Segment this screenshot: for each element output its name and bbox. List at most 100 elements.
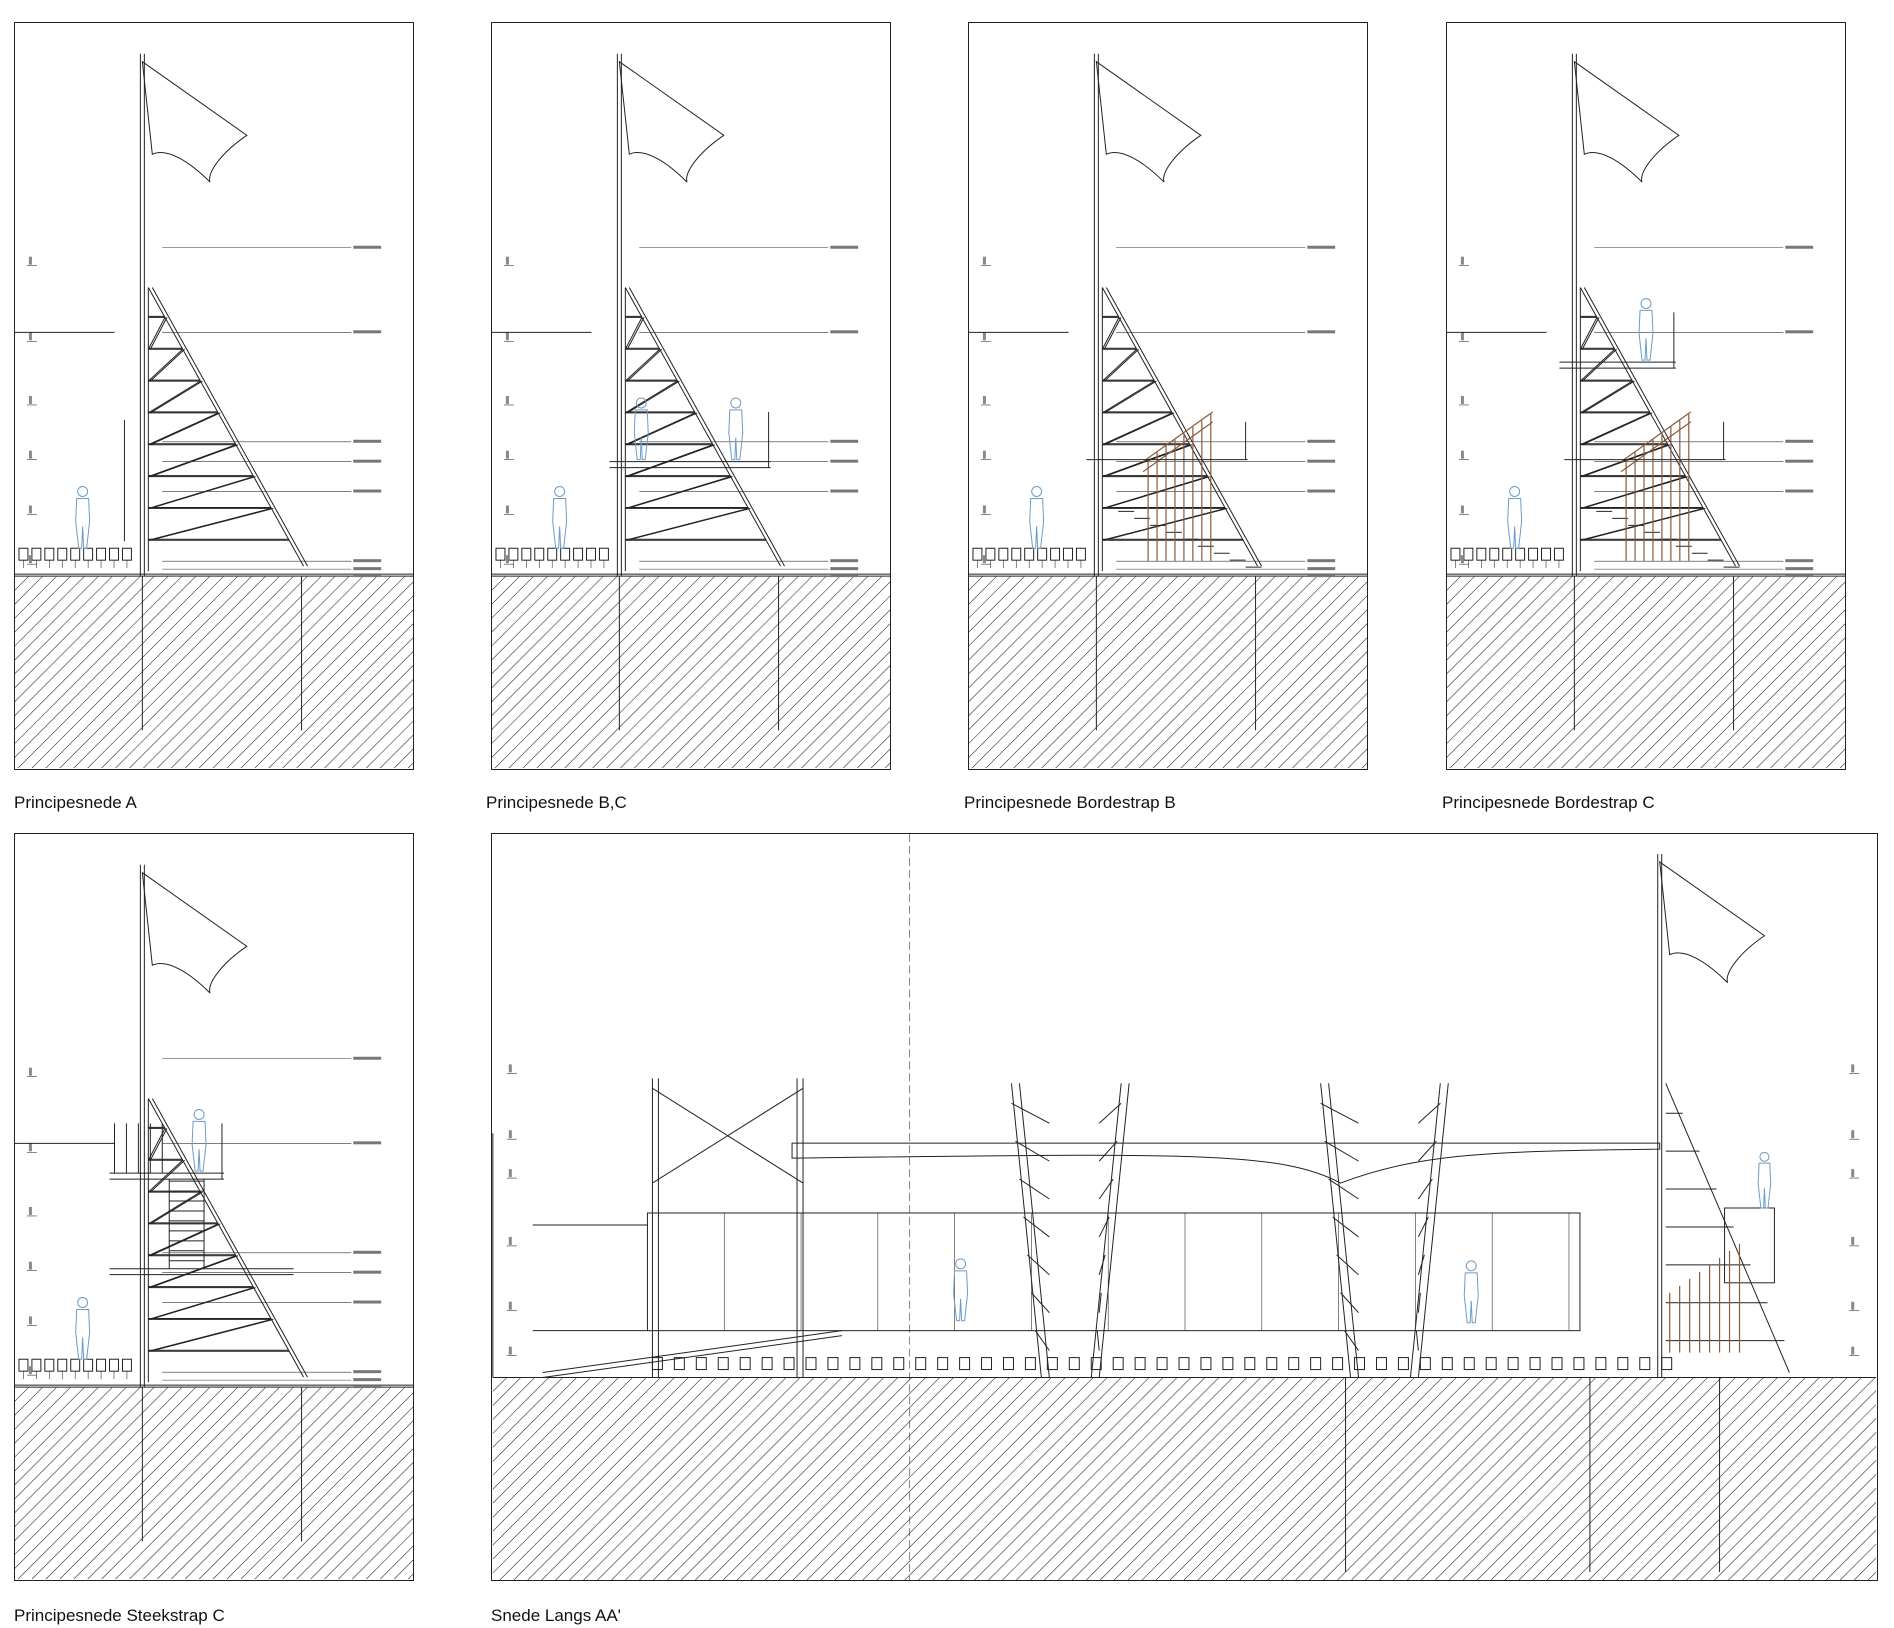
level-marker [28, 555, 32, 564]
foundation-block [18, 1358, 29, 1372]
annotation-text-mark [1785, 330, 1814, 334]
foundation-block [985, 547, 996, 561]
annotation-text-mark [1307, 489, 1336, 493]
level-marker [28, 1366, 32, 1375]
truss-brace [627, 476, 733, 509]
foundation-block [717, 1357, 729, 1371]
foundation-block [1661, 1357, 1673, 1371]
person-figure-icon [75, 1297, 91, 1360]
truss-brace [1101, 317, 1120, 350]
ramp [542, 1330, 842, 1374]
foundation-block [109, 547, 119, 561]
level-marker [1460, 505, 1464, 514]
foundation-block [1024, 1357, 1036, 1371]
foundation-block [508, 547, 519, 561]
truss-brace [147, 317, 166, 350]
truss-brace [1344, 1330, 1359, 1351]
foundation-block [96, 1358, 107, 1372]
foundation-block [57, 547, 68, 561]
annotation-text-mark [830, 559, 859, 563]
level-marker [505, 256, 509, 265]
annotation-text-mark [1785, 574, 1814, 578]
foundation-block [1450, 547, 1461, 561]
foundation-block [1515, 547, 1526, 561]
flag-icon [141, 871, 248, 994]
handrail [1142, 421, 1214, 473]
truss-brace [147, 348, 184, 382]
truss-brace [1104, 380, 1157, 414]
truss-brace [149, 317, 168, 350]
ground-hatch [1447, 576, 1845, 769]
truss-brace [148, 1191, 201, 1225]
foundation-block [1075, 547, 1086, 561]
section-drawing-bordestrap-c [1446, 22, 1846, 770]
truss-brace [148, 476, 254, 509]
flag-icon [1659, 860, 1766, 983]
truss-diagonal [1579, 287, 1736, 567]
foundation-block [739, 1357, 751, 1371]
level-marker [982, 505, 986, 514]
foundation-block [1489, 547, 1500, 561]
annotation-text-mark [353, 559, 382, 563]
foundation-block [31, 1358, 42, 1372]
truss-brace [1418, 1140, 1437, 1162]
foundation-block [1332, 1357, 1344, 1371]
foundation-block [31, 547, 42, 561]
level-marker [1460, 332, 1464, 341]
level-marker [508, 1064, 512, 1073]
foundation-block [521, 547, 532, 561]
truss-brace [1102, 444, 1191, 478]
foundation-block [1502, 547, 1513, 561]
annotation-text-mark [830, 574, 859, 578]
annotation-text-mark [830, 439, 859, 443]
truss-brace [1580, 476, 1686, 509]
level-marker [1460, 450, 1464, 459]
truss-brace [627, 412, 698, 446]
annotation-text-mark [1785, 459, 1814, 463]
truss-diagonal [151, 1098, 308, 1378]
foundation-block [1200, 1357, 1212, 1371]
level-marker [28, 1316, 32, 1325]
foundation-block [1476, 547, 1487, 561]
annotation-text-mark [830, 330, 859, 334]
annotation-text-mark [353, 459, 382, 463]
person-figure-icon [1463, 1260, 1479, 1324]
foundation-block [121, 1358, 132, 1372]
level-marker [505, 555, 509, 564]
foundation-block [1397, 1357, 1409, 1371]
foundation-block [1112, 1357, 1124, 1371]
truss-brace [1102, 476, 1208, 509]
foundation-block [83, 547, 94, 561]
truss-diagonal [147, 287, 304, 567]
foundation-block [598, 547, 609, 561]
person-figure-icon [1507, 486, 1523, 549]
truss-brace [1340, 1292, 1359, 1314]
level-marker [1851, 1346, 1855, 1355]
foundation-block [1354, 1357, 1366, 1371]
truss-brace [627, 507, 751, 541]
truss-brace [148, 444, 237, 478]
level-marker [505, 396, 509, 404]
level-marker [28, 332, 32, 341]
truss-brace [1102, 507, 1226, 541]
level-marker [508, 1169, 512, 1178]
truss-brace [1580, 507, 1704, 541]
truss-brace [1019, 1178, 1050, 1200]
truss-diagonal [624, 287, 781, 567]
foundation-block [1441, 1357, 1453, 1371]
flag-icon [1573, 60, 1680, 183]
foundation-block [547, 547, 558, 561]
truss-brace [150, 1191, 203, 1225]
truss-brace [1034, 1330, 1050, 1351]
canopy [791, 1142, 1661, 1184]
truss-brace [1328, 1178, 1359, 1200]
foundation-block [1002, 1357, 1014, 1371]
foundation-block [83, 1358, 94, 1372]
foundation-block [673, 1357, 685, 1371]
truss-brace [1336, 1254, 1359, 1276]
level-marker [1460, 555, 1464, 564]
foundation-block [70, 547, 81, 561]
foundation-block [1310, 1357, 1322, 1371]
foundation-block [1050, 547, 1061, 561]
annotation-text-mark [353, 1250, 382, 1254]
